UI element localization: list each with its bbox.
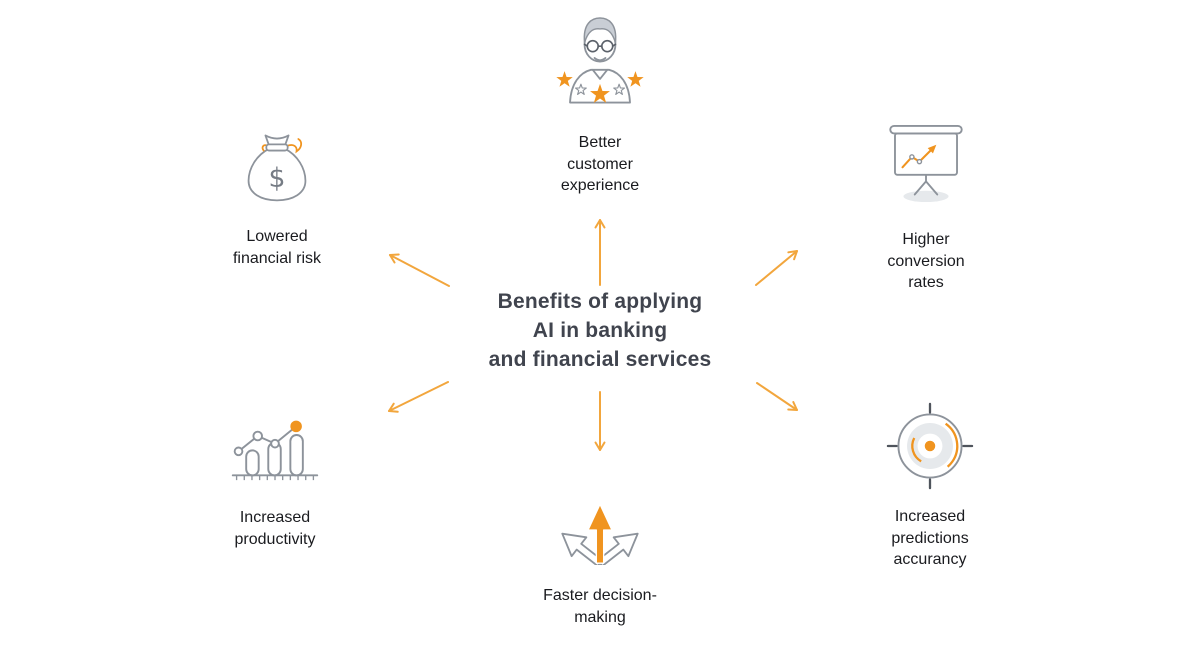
arrow-to-bottom-right	[756, 382, 798, 411]
bar-chart-dots-icon	[231, 420, 319, 481]
benefit-faster-decision-making: Faster decision- making	[500, 484, 700, 628]
benefit-higher-conversion-rates: Higher conversion rates	[826, 122, 1026, 294]
money-bag-icon: $	[247, 134, 307, 202]
benefit-label: Higher conversion rates	[887, 231, 965, 291]
benefit-lowered-financial-risk: $ Lowered financial risk	[177, 122, 377, 269]
diagram-title: Benefits of applying AI in banking and f…	[488, 290, 712, 371]
target-icon	[886, 402, 974, 490]
benefit-label: Lowered financial risk	[232, 228, 322, 267]
presentation-growth-chart-icon	[889, 124, 963, 203]
benefit-label: Better customer experience	[560, 134, 640, 194]
customer-stars-icon	[556, 17, 644, 104]
arrow-to-top-right	[755, 250, 798, 286]
benefit-label: Increased predictions accurancy	[891, 508, 969, 568]
benefit-increased-productivity: Increased productivity	[175, 408, 375, 550]
benefit-label: Increased productivity	[234, 509, 316, 548]
arrow-to-bottom-left	[388, 381, 449, 413]
arrow-to-top-left	[389, 253, 450, 287]
benefit-label: Faster decision- making	[543, 587, 657, 626]
branching-arrows-icon	[554, 503, 646, 565]
benefit-increased-predictions-accurancy: Increased predictions accurancy	[830, 402, 1030, 571]
dollar-sign: $	[269, 163, 286, 194]
benefit-better-customer-experience: Better customer experience	[500, 8, 700, 197]
glasses	[583, 39, 617, 53]
